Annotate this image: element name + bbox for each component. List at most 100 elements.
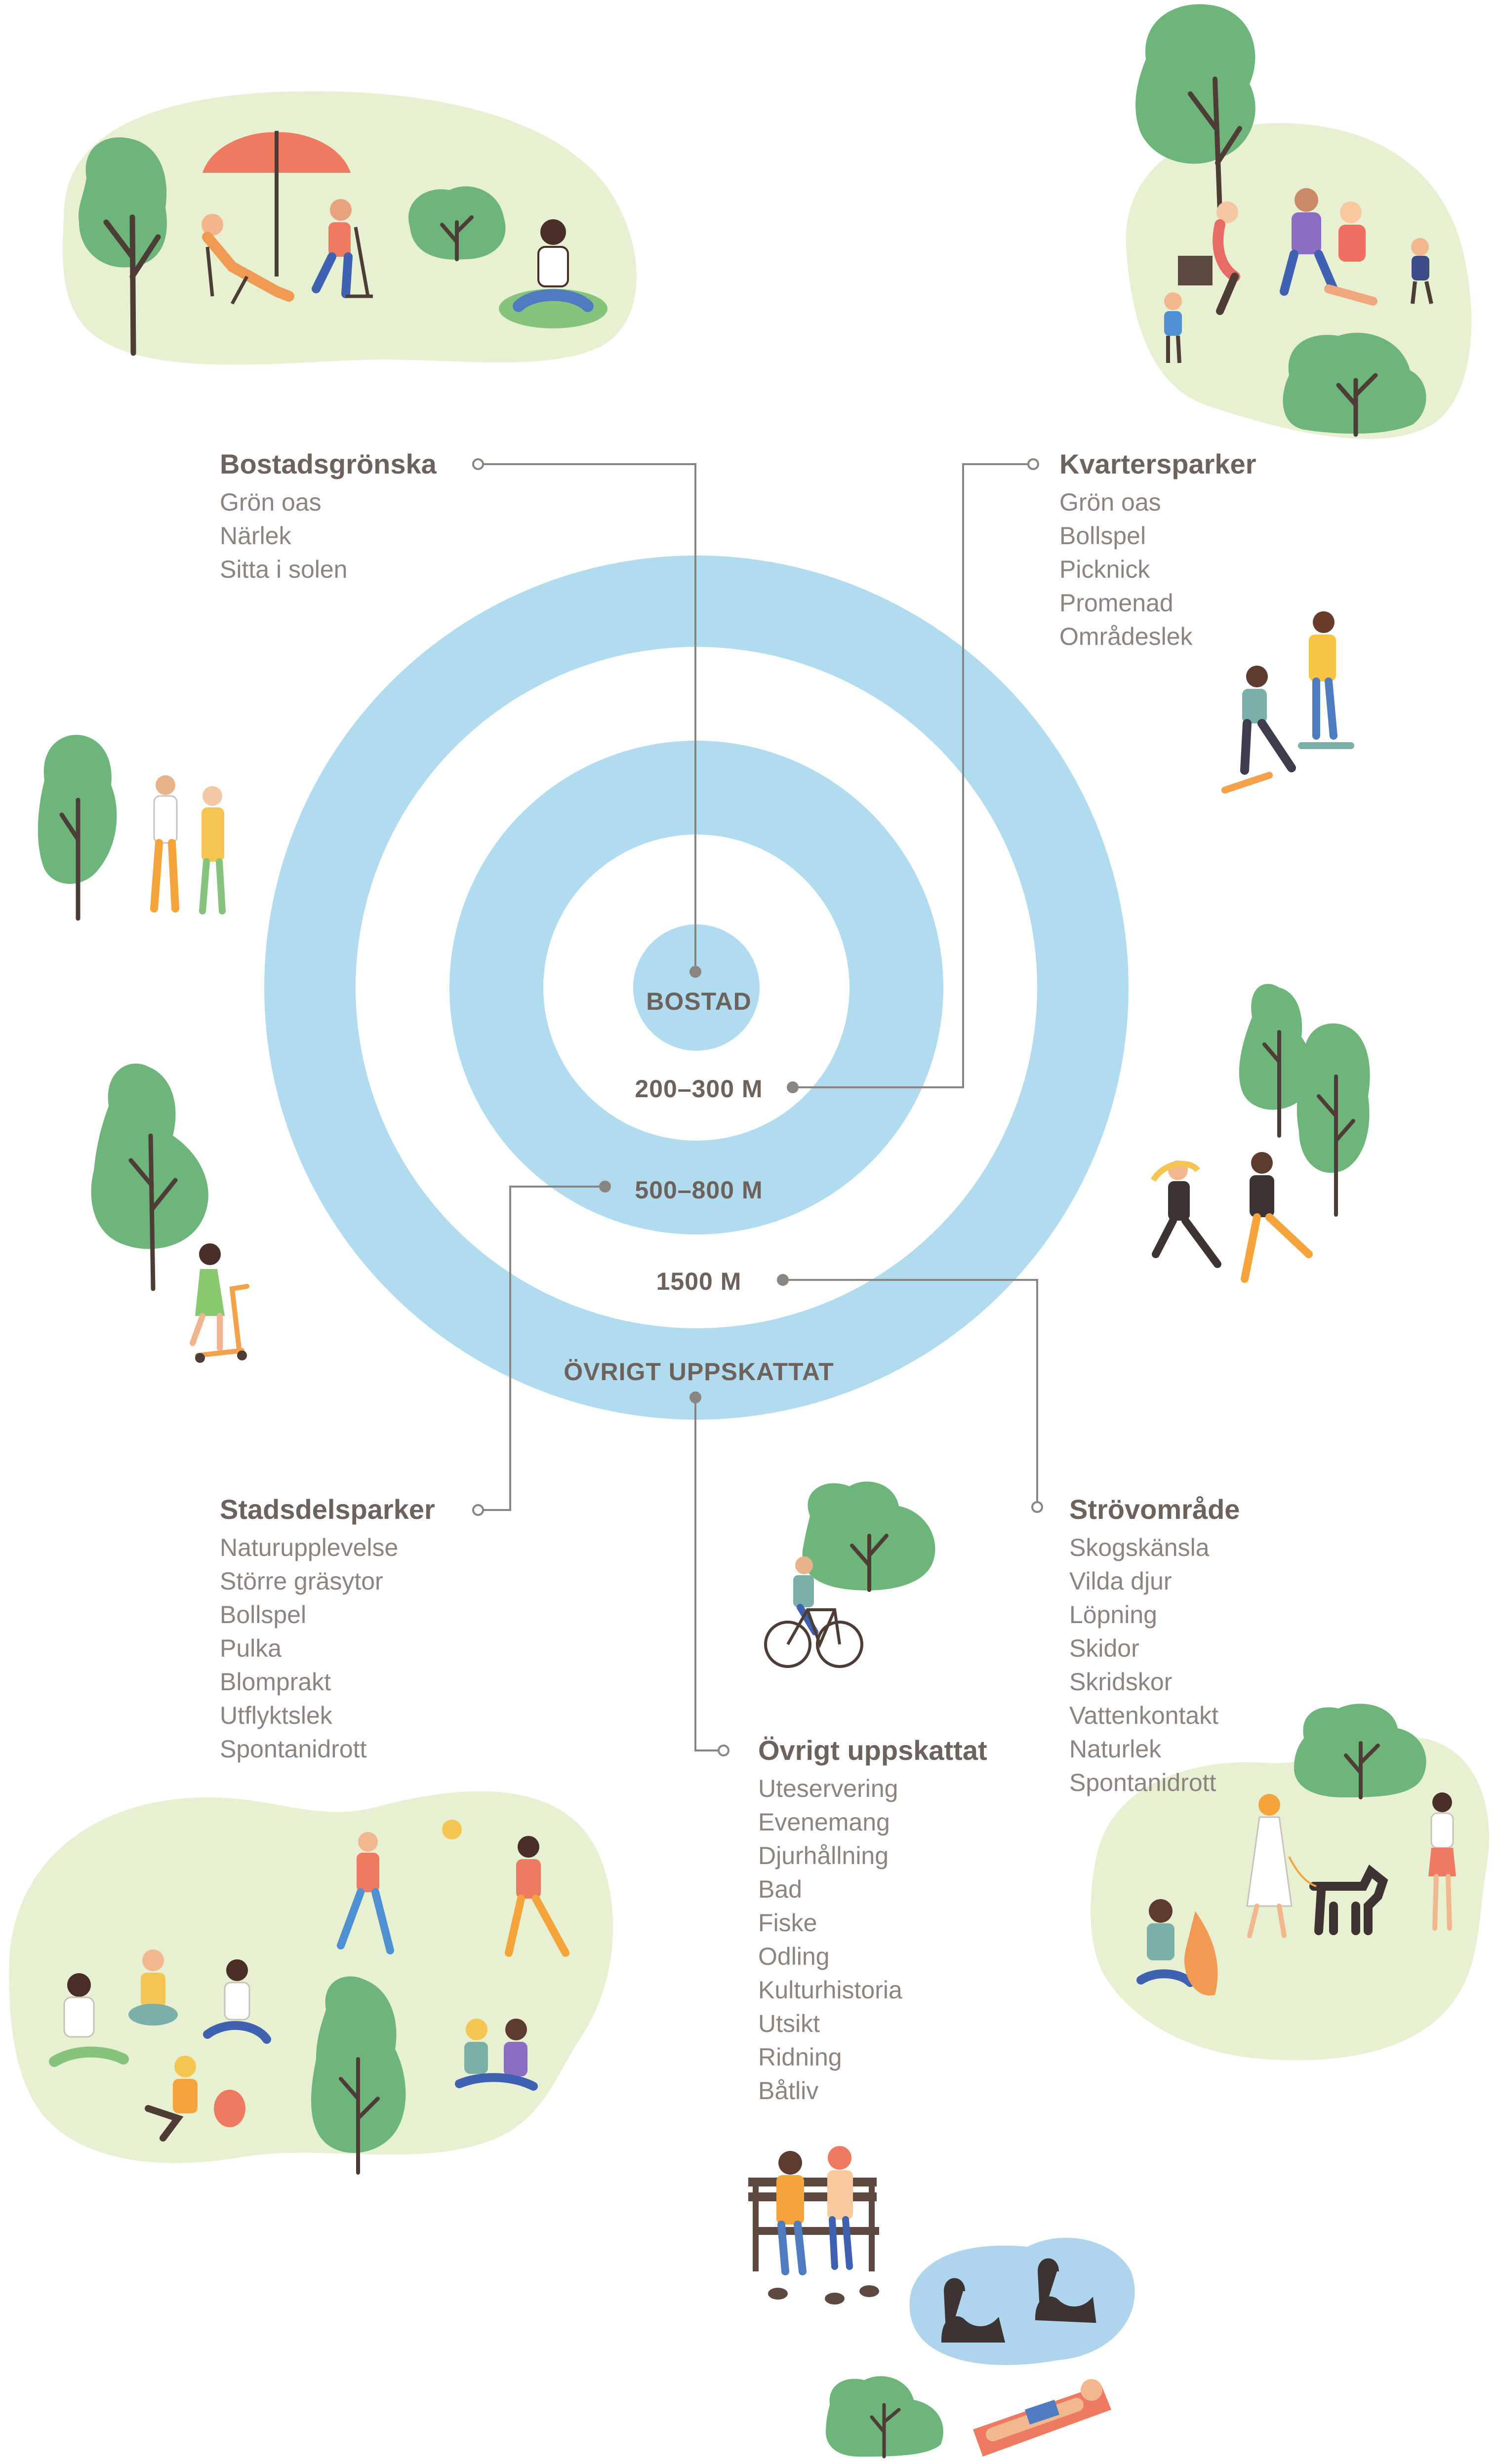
person-icon	[499, 219, 607, 328]
list-item: Ridning	[758, 2043, 842, 2071]
connector-endpoints	[472, 458, 1043, 1756]
person-icon	[190, 1243, 225, 1351]
dot-ovrigt-solid	[689, 1391, 701, 1403]
swan-icon	[1035, 2258, 1096, 2323]
person-icon	[1280, 188, 1338, 296]
list-item: Skidor	[1069, 1634, 1139, 1662]
pond	[909, 2237, 1135, 2365]
dot-ovrigt-open	[718, 1745, 729, 1756]
umbrella-icon	[202, 131, 351, 277]
person-icon	[776, 2151, 807, 2275]
list-item: Pulka	[220, 1634, 282, 1662]
category-items: Uteservering Evenemang Djurhållning Bad …	[758, 1772, 987, 2107]
connector-strovomrade	[783, 1279, 1038, 1506]
list-item: Bollspel	[1059, 522, 1146, 550]
connector-kvartersparker	[793, 463, 1030, 1088]
person-icon	[1309, 611, 1337, 740]
concentric-rings	[264, 556, 1129, 1420]
list-item: Grön oas	[1059, 488, 1161, 516]
category-bostadsgronska: Bostadsgrönska Grön oas Närlek Sitta i s…	[220, 447, 437, 586]
trees	[38, 4, 1426, 2459]
tree-icon	[1283, 332, 1426, 437]
dot-stadsdelsparker-open	[472, 1504, 484, 1516]
bench-icon	[748, 2178, 879, 2271]
person-icon	[49, 1973, 129, 2067]
list-item: Uteservering	[758, 1775, 898, 1802]
category-kvartersparker: Kvartersparker Grön oas Bollspel Picknic…	[1059, 447, 1256, 653]
list-item: Utsikt	[758, 2010, 820, 2037]
person-icon	[1241, 1152, 1313, 1283]
tree-icon	[78, 137, 167, 356]
person-icon	[202, 214, 294, 305]
dot-kvartersparker-solid	[787, 1081, 799, 1093]
person-icon	[1428, 1792, 1456, 1931]
list-item: Odling	[758, 1943, 830, 1970]
category-title: Strövområde	[1069, 1494, 1240, 1525]
ring-label-r3: 1500 M	[656, 1268, 742, 1295]
ring-label-center: BOSTAD	[646, 988, 751, 1015]
tree-icon	[408, 186, 506, 261]
category-items: Naturupplevelse Större gräsytor Bollspel…	[220, 1531, 435, 1766]
list-item: Vattenkontakt	[1069, 1702, 1219, 1729]
tree-icon	[38, 735, 117, 921]
category-title: Kvartersparker	[1059, 448, 1256, 479]
swan-icon	[941, 2278, 1006, 2343]
tree-icon	[311, 1976, 406, 2175]
dog-icon	[1184, 1911, 1218, 1996]
list-item: Skogskänsla	[1069, 1534, 1210, 1561]
dot-stadsdelsparker-solid	[599, 1181, 611, 1192]
people	[49, 188, 1456, 2457]
person-icon	[199, 786, 226, 914]
connector-lines	[482, 463, 1038, 1751]
list-item: Naturlek	[1069, 1735, 1162, 1763]
person-icon	[1136, 1899, 1195, 1987]
ring-labels: BOSTAD 200–300 M 500–800 M 1500 M ÖVRIGT…	[564, 988, 834, 1386]
scooter-icon	[195, 1284, 249, 1363]
ball-icon	[442, 1820, 462, 1839]
list-item: Promenad	[1059, 589, 1173, 617]
list-item: Bollspel	[220, 1601, 307, 1629]
connector-ovrigt	[694, 1397, 719, 1751]
list-item: Grön oas	[220, 488, 322, 516]
list-item: Fiske	[758, 1909, 817, 1937]
list-item: Spontanidrott	[1069, 1769, 1216, 1796]
category-title: Stadsdelsparker	[220, 1494, 435, 1525]
list-item: Närlek	[220, 522, 291, 550]
category-items: Grön oas Bollspel Picknick Promenad Områ…	[1059, 485, 1256, 653]
person-icon	[827, 2146, 853, 2270]
list-item: Löpning	[1069, 1601, 1157, 1629]
list-item: Områdeslek	[1059, 623, 1193, 650]
category-ovrigt: Övrigt uppskattat Uteservering Evenemang…	[758, 1733, 987, 2107]
person-icon	[973, 2379, 1111, 2457]
category-title: Bostadsgrönska	[220, 448, 437, 479]
bicycle-icon	[764, 1608, 863, 1668]
person-icon	[203, 1959, 271, 2044]
list-item: Naturupplevelse	[220, 1534, 399, 1561]
dot-kvartersparker-open	[1027, 458, 1039, 470]
person-icon	[150, 775, 179, 913]
person-icon	[145, 2056, 198, 2142]
person-icon	[1150, 1160, 1221, 1268]
dot-strovomrade-open	[1031, 1501, 1043, 1513]
person-icon	[1324, 201, 1377, 306]
duck-icons	[768, 2285, 879, 2305]
list-item: Evenemang	[758, 1808, 890, 1836]
category-items: Skogskänsla Vilda djur Löpning Skidor Sk…	[1069, 1531, 1240, 1799]
skateboard-icon	[1221, 772, 1273, 794]
list-item: Båtliv	[758, 2077, 819, 2105]
person-icon	[505, 1836, 569, 1957]
connector-stadsdelsparker	[482, 1186, 605, 1511]
ball-icon	[214, 2090, 245, 2127]
person-icon	[793, 1556, 818, 1635]
dog-icon	[1288, 1856, 1388, 1935]
ring-label-r2: 500–800 M	[635, 1176, 763, 1204]
tree-icon	[91, 1063, 208, 1291]
list-item: Picknick	[1059, 556, 1150, 583]
connector-bostadsgronska	[482, 463, 696, 972]
person-icon	[1178, 201, 1240, 315]
list-item: Sitta i solen	[220, 556, 348, 583]
list-item: Skridskor	[1069, 1668, 1173, 1696]
person-icon	[1240, 666, 1296, 775]
dot-bostadsgronska-open	[472, 458, 484, 470]
